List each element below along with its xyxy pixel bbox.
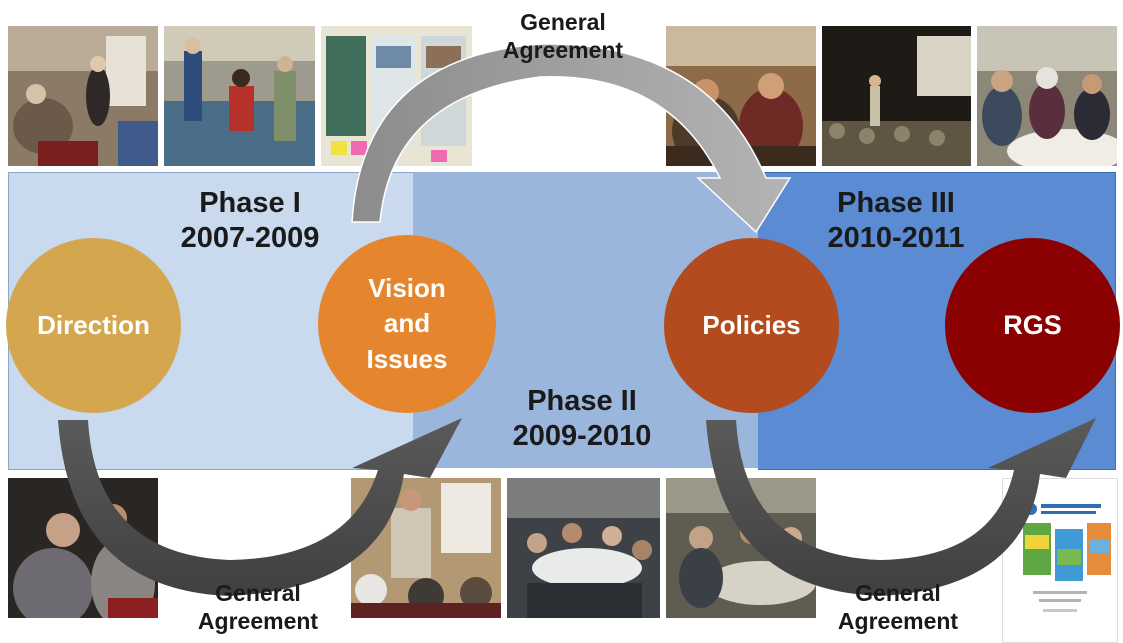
phase-3-name: Phase III: [837, 187, 955, 219]
stage-policies: Policies: [664, 238, 839, 413]
agreement-bottom-right-line-1: General: [855, 580, 941, 606]
agreement-top-line-2: Agreement: [502, 36, 624, 63]
phase-3-label: Phase III 2010-2011: [806, 186, 986, 256]
stage-vision-label-line-2: and: [383, 308, 431, 339]
stage-rgs-label: RGS: [1003, 310, 1062, 341]
photo-presenter-hall: [822, 26, 971, 166]
stage-vision-label-line-3: Issues: [366, 343, 448, 374]
agreement-bottom-left-label: General Agreement: [172, 580, 344, 635]
photo-workshop-easel: [8, 26, 158, 166]
photo-flipchart-presenter: [351, 478, 501, 618]
photo-people-at-tables: [164, 26, 315, 166]
phase-1-name: Phase I: [199, 187, 301, 219]
stage-vision-and-issues: Vision and Issues: [318, 235, 496, 413]
agreement-top-label: General Agreement: [478, 9, 648, 64]
arrow-bottom-right-agreement: [706, 418, 1096, 596]
phase-1-years: 2007-2009: [180, 221, 320, 254]
agreement-top-line-1: General: [520, 9, 606, 35]
phase-1-label: Phase I 2007-2009: [160, 186, 340, 256]
photo-round-tables-room: [507, 478, 660, 618]
stage-vision-label-line-1: Vision: [368, 273, 446, 304]
photo-strategy-document-cover: [1002, 478, 1118, 643]
arrow-top-agreement: [351, 43, 792, 234]
stage-rgs: RGS: [945, 238, 1120, 413]
photo-roundtable-discussion: [977, 26, 1117, 166]
agreement-bottom-right-line-2: Agreement: [837, 607, 959, 634]
arrow-bottom-left-agreement: [58, 418, 462, 596]
stage-direction: Direction: [6, 238, 181, 413]
phase-2-years: 2009-2010: [512, 419, 652, 452]
phase-3-years: 2010-2011: [827, 221, 965, 254]
agreement-bottom-left-line-1: General: [215, 580, 301, 606]
agreement-bottom-left-line-2: Agreement: [197, 607, 319, 634]
phase-2-label: Phase II 2009-2010: [492, 384, 672, 454]
stage-policies-label: Policies: [702, 309, 801, 340]
stage-direction-label: Direction: [37, 309, 150, 340]
agreement-bottom-right-label: General Agreement: [812, 580, 984, 635]
phase-2-name: Phase II: [527, 385, 637, 417]
